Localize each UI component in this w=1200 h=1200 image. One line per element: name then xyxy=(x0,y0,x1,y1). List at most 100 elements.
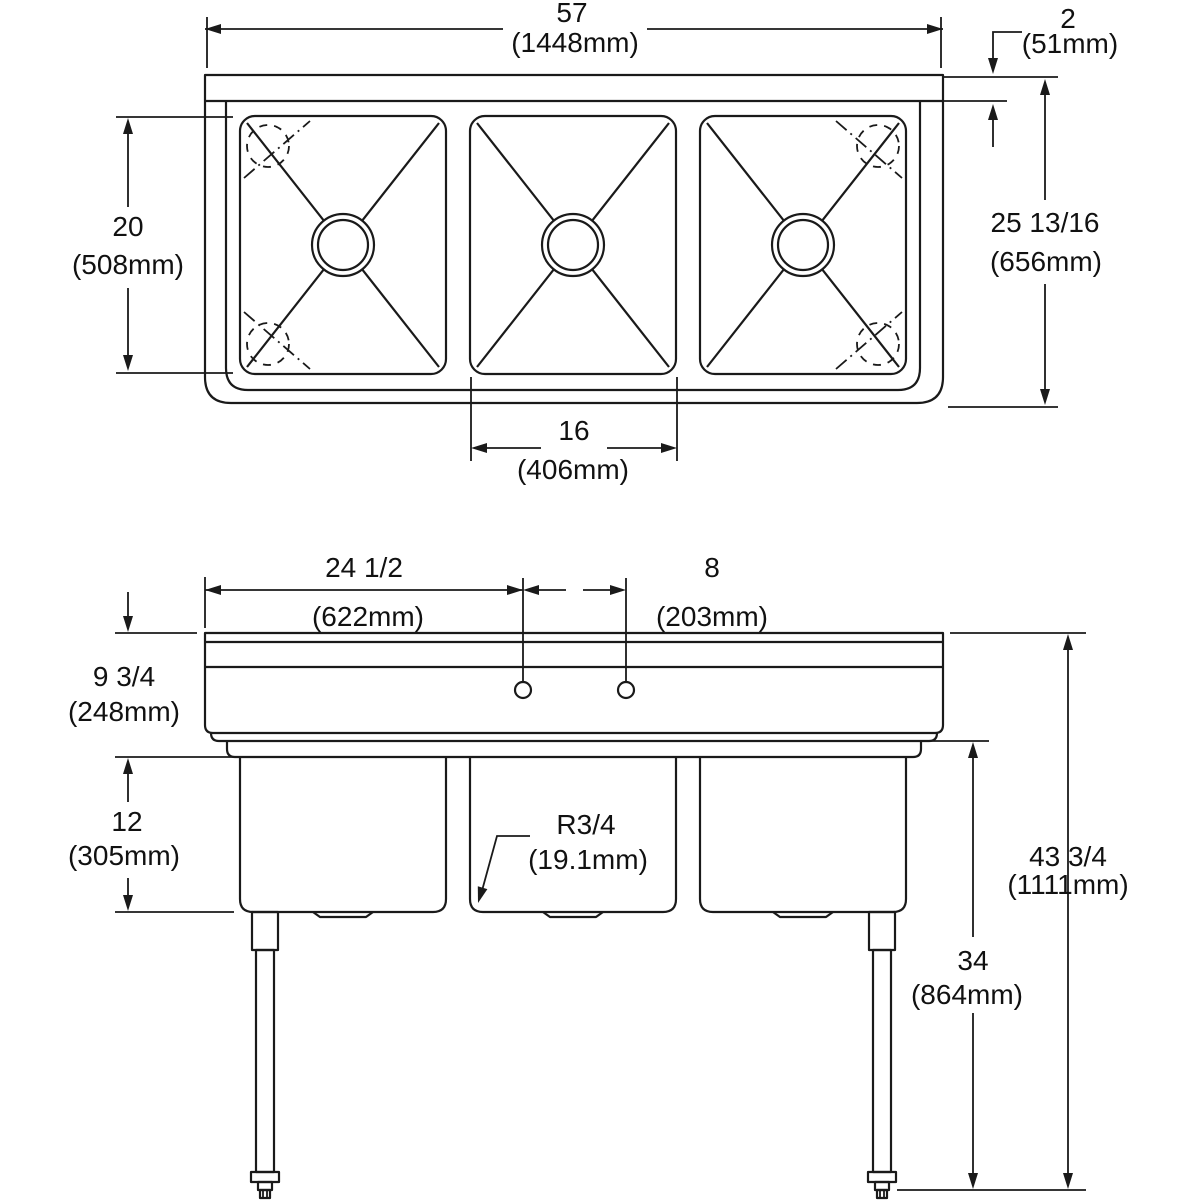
arrowhead-down xyxy=(988,58,998,74)
top-view: 57 (1448mm) 2 (51mm) 25 13/16 (656mm) xyxy=(72,0,1118,485)
bowl-center-front xyxy=(468,757,678,914)
arrowhead-left xyxy=(471,443,487,453)
rolled-edge xyxy=(209,732,939,743)
dim-splash-height: 9 3/4 (248mm) xyxy=(68,592,197,727)
brace-top-right-circle xyxy=(856,124,900,168)
dim-floor-underside-in: 34 xyxy=(957,945,988,976)
arrowhead-right xyxy=(927,24,943,34)
dim-faucet-centers-in: 8 xyxy=(704,552,720,583)
dim-overall-width-in: 57 xyxy=(556,0,587,28)
arrowhead-down xyxy=(123,616,133,632)
ext-lines xyxy=(115,756,234,913)
arrowhead-up xyxy=(988,104,998,120)
dim-faucet-offset: 24 1/2 (622mm) xyxy=(204,552,523,632)
brace-bottom-left-circle xyxy=(246,322,290,366)
dim-floor-to-underside: 34 (864mm) xyxy=(908,740,1023,1189)
foot-pad xyxy=(875,1188,889,1200)
dim-bowl-width-in: 16 xyxy=(558,415,589,446)
drain-center-inner xyxy=(546,218,600,272)
dim-bowl-depth-in: 12 xyxy=(111,806,142,837)
arrowhead-left xyxy=(205,585,221,595)
leader-line xyxy=(479,835,530,899)
dim-overall-width-mm: (1448mm) xyxy=(511,27,639,58)
bowl-right-front xyxy=(698,757,908,914)
arrowhead-down xyxy=(123,895,133,911)
dim-backsplash-thickness: 2 (51mm) xyxy=(943,3,1118,147)
arrowhead-down xyxy=(968,1173,978,1189)
leg-shaft xyxy=(254,948,276,1174)
inner-rim-outline xyxy=(224,101,922,392)
leg-shaft xyxy=(871,948,893,1174)
bowl-left-front xyxy=(238,757,448,914)
foot-flange xyxy=(249,1170,281,1184)
arrowhead-up xyxy=(1040,79,1050,95)
apron-inner-lines xyxy=(205,640,943,669)
faucet-hole-centerlines xyxy=(522,578,627,682)
ext-lines xyxy=(470,377,678,461)
sink-body-outline xyxy=(203,73,945,405)
dim-bowl-width: 16 (406mm) xyxy=(470,377,678,485)
leg-left xyxy=(249,910,281,1200)
dim-overall-depth: 25 13/16 (656mm) xyxy=(948,79,1102,408)
dim-corner-radius: R3/4 (19.1mm) xyxy=(477,809,648,903)
foot-pad xyxy=(258,1188,272,1200)
arrowhead-up xyxy=(123,758,133,774)
dim-faucet-centers-mm: (203mm) xyxy=(656,601,768,632)
dim-overall-height: 43 3/4 (1111mm) xyxy=(950,632,1129,1189)
arrowhead-up xyxy=(1063,634,1073,650)
drain-boss-left xyxy=(312,911,374,919)
arrowhead-down xyxy=(1040,389,1050,405)
faucet-hole-right xyxy=(616,680,636,700)
dim-backsplash-in: 2 xyxy=(1060,3,1076,34)
bowl-right xyxy=(698,114,908,376)
brace-top-right-line xyxy=(835,120,903,179)
leg-bracket xyxy=(867,910,897,952)
foot-threads xyxy=(262,1190,268,1198)
arrowhead-up xyxy=(968,742,978,758)
bowl-left xyxy=(238,114,448,376)
under-flange xyxy=(225,741,923,759)
dim-corner-radius-mm: (19.1mm) xyxy=(528,844,648,875)
drain-boss-right xyxy=(772,911,834,919)
dim-bowl-fb-mm: (508mm) xyxy=(72,249,184,280)
dim-overall-height-mm: (1111mm) xyxy=(1007,869,1128,900)
leader-bracket xyxy=(992,31,1022,58)
dim-overall-depth-mm: (656mm) xyxy=(990,246,1102,277)
corner-braces xyxy=(243,120,903,370)
bowl-center xyxy=(468,114,678,376)
dim-faucet-centers: 8 (203mm) xyxy=(523,552,768,632)
arrowhead-right xyxy=(661,443,677,453)
arrowhead-right xyxy=(610,585,626,595)
dim-splash-height-mm: (248mm) xyxy=(68,696,180,727)
dim-splash-height-in: 9 3/4 xyxy=(93,661,155,692)
dim-overall-depth-in: 25 13/16 xyxy=(991,207,1100,238)
brace-top-left-circle xyxy=(246,124,290,168)
dim-bowl-width-mm: (406mm) xyxy=(517,454,629,485)
brace-bottom-right-line xyxy=(835,311,903,370)
dim-floor-underside-mm: (864mm) xyxy=(911,979,1023,1010)
dim-overall-width: 57 (1448mm) xyxy=(205,0,943,68)
faucet-hole-left xyxy=(513,680,533,700)
dim-bowl-depth: 12 (305mm) xyxy=(68,756,234,913)
dim-corner-radius-in: R3/4 xyxy=(556,809,615,840)
arrowhead-right xyxy=(507,585,523,595)
arrowhead-left xyxy=(523,585,539,595)
ext-line xyxy=(206,17,942,68)
brace-top-left-line xyxy=(243,120,311,179)
dim-overall-height-in: 43 3/4 xyxy=(1029,841,1107,872)
brace-bottom-left-line xyxy=(243,311,311,370)
dim-backsplash-mm: (51mm) xyxy=(1022,28,1118,59)
arrowhead-down xyxy=(123,355,133,371)
foot-flange xyxy=(866,1170,898,1184)
drain-left-inner xyxy=(316,218,370,272)
leg-right xyxy=(866,910,898,1200)
drain-boss-center xyxy=(542,911,604,919)
ext-lines xyxy=(116,116,233,374)
dim-bowl-fb-in: 20 xyxy=(112,211,143,242)
drain-right-inner xyxy=(776,218,830,272)
arrowhead-left xyxy=(205,24,221,34)
dim-faucet-offset-in: 24 1/2 xyxy=(325,552,403,583)
apron-outline xyxy=(203,631,945,735)
arrowhead-down xyxy=(1063,1173,1073,1189)
